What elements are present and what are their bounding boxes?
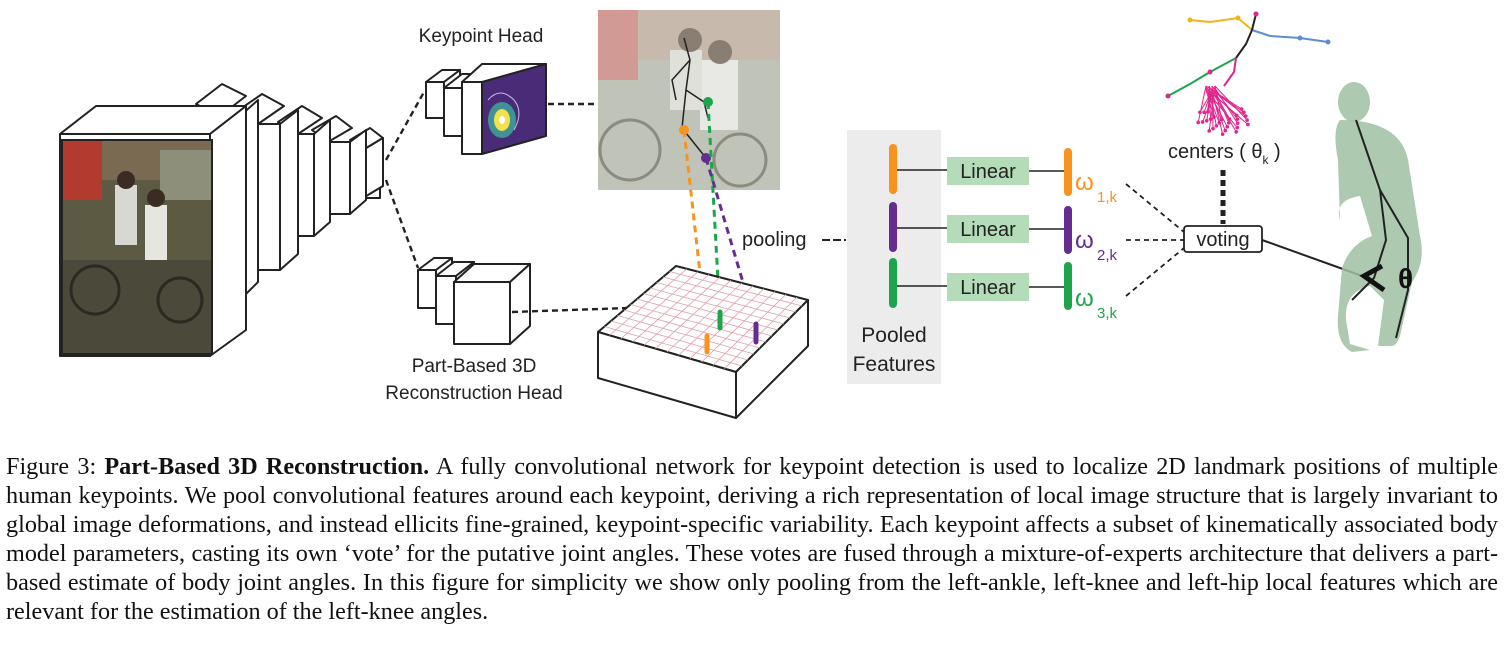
omega-subscript-3: 3,k (1097, 305, 1118, 322)
linear-label-1: Linear (960, 161, 1016, 183)
omega-symbol-2: ω (1075, 227, 1094, 254)
omega-1: ω 1,k (1075, 169, 1118, 206)
linear-label-2: Linear (960, 219, 1016, 241)
pooled-features-label-line1: Pooled (861, 324, 926, 347)
pooling-label: pooling (742, 229, 807, 251)
keypoint-head-label: Keypoint Head (419, 26, 544, 47)
theta-label: θ (1398, 263, 1413, 294)
omega-symbol-1: ω (1075, 169, 1094, 196)
caption-body: A fully convolutional network for keypoi… (6, 453, 1499, 625)
omega-subscript-2: 2,k (1097, 247, 1118, 264)
linear-layer-1: Linear (947, 157, 1029, 185)
part-head-label-line2: Reconstruction Head (385, 383, 562, 404)
voting-label: voting (1196, 229, 1249, 251)
voting-node: voting (1183, 225, 1263, 253)
architecture-diagram: Keypoint Head (59, 10, 1422, 419)
omega-2: ω 2,k (1075, 227, 1118, 264)
knee-angle-marker: θ (1359, 263, 1413, 294)
caption-label: Figure 3: (6, 453, 97, 480)
part-head-label-line1: Part-Based 3D (412, 356, 537, 377)
caption-paragraph: Figure 3: Part-Based 3D Reconstruction. … (6, 452, 1498, 626)
part-head-blocks (417, 257, 531, 345)
figure-caption: Figure 3: Part-Based 3D Reconstruction. … (6, 452, 1498, 626)
volume-feature-ticks (704, 309, 759, 355)
linear-layer-2: Linear (947, 215, 1029, 243)
feature-volume-grid (604, 268, 803, 369)
linear-to-omega-lines (1029, 170, 1066, 288)
omega-3: ω 3,k (1075, 285, 1118, 322)
centers-label: centers ( θk ) (1168, 141, 1281, 167)
omega-symbol-3: ω (1075, 285, 1094, 312)
linear-layer-3: Linear (947, 273, 1029, 301)
linear-label-3: Linear (960, 277, 1016, 299)
keypoint-image (598, 10, 780, 190)
backbone-connectors (384, 91, 426, 269)
centers-skeleton (1165, 11, 1331, 136)
body-model (1335, 82, 1422, 352)
caption-title: Part-Based 3D Reconstruction. (104, 453, 430, 480)
feature-to-linear-lines (897, 169, 947, 287)
input-image (61, 139, 213, 355)
omega-to-voting-lines (1125, 183, 1185, 297)
omega-subscript-1: 1,k (1097, 189, 1118, 206)
pooled-features-label-line2: Features (853, 353, 936, 376)
feature-volume (597, 265, 809, 419)
keypoint-head-blocks (425, 63, 547, 155)
heatmap (487, 92, 520, 138)
